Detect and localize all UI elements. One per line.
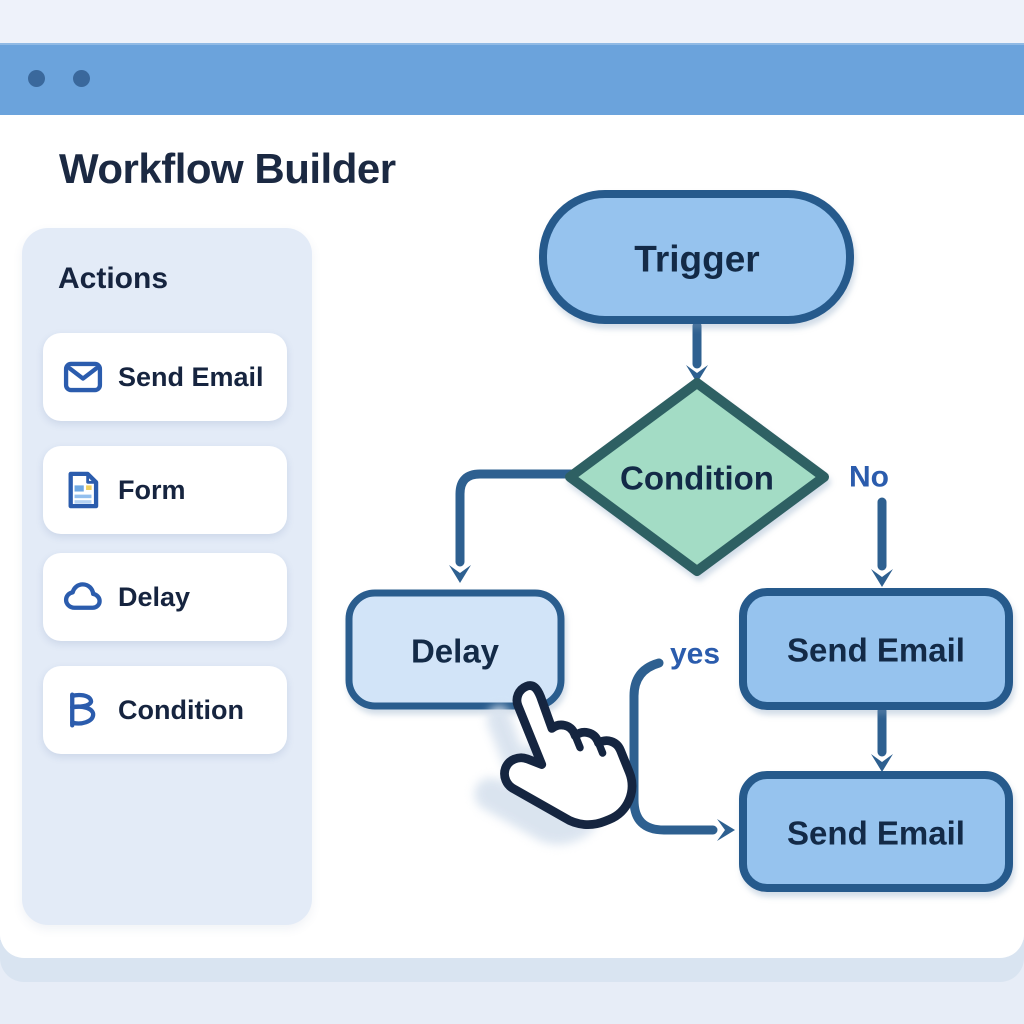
node-label: Delay (411, 633, 500, 670)
browser-title-bar (0, 43, 1024, 115)
window-control-dot-icon[interactable] (73, 70, 90, 87)
branch-icon (70, 692, 96, 728)
sidebar-item-label: Form (118, 474, 186, 505)
node-label: Send Email (787, 632, 965, 669)
sidebar-item-condition[interactable]: Condition (43, 666, 287, 754)
sidebar-item-label: Delay (118, 581, 191, 612)
node-label: Trigger (634, 239, 759, 280)
document-icon (68, 471, 99, 509)
node-trigger[interactable]: Trigger (539, 190, 854, 324)
window-control-dot-icon[interactable] (28, 70, 45, 87)
actions-panel-title: Actions (58, 262, 169, 295)
node-label: Send Email (787, 815, 965, 852)
page-background-strip (0, 0, 1024, 43)
sidebar-item-send-email[interactable]: Send Email (43, 333, 287, 421)
actions-panel: Actions Send Email Form Delay (22, 228, 312, 925)
sidebar-item-form[interactable]: Form (43, 446, 287, 534)
node-send-email-1[interactable]: Send Email (739, 588, 1013, 710)
sidebar-item-delay[interactable]: Delay (43, 553, 287, 641)
envelope-icon (63, 361, 103, 393)
node-condition[interactable]: Condition (565, 378, 829, 576)
node-label: Condition (620, 460, 774, 497)
node-delay[interactable]: Delay (345, 589, 565, 710)
cloud-icon (63, 582, 102, 610)
sidebar-item-label: Send Email (118, 361, 264, 392)
sidebar-item-label: Condition (118, 694, 244, 725)
page-title: Workflow Builder (59, 145, 396, 192)
node-send-email-2[interactable]: Send Email (739, 771, 1013, 892)
